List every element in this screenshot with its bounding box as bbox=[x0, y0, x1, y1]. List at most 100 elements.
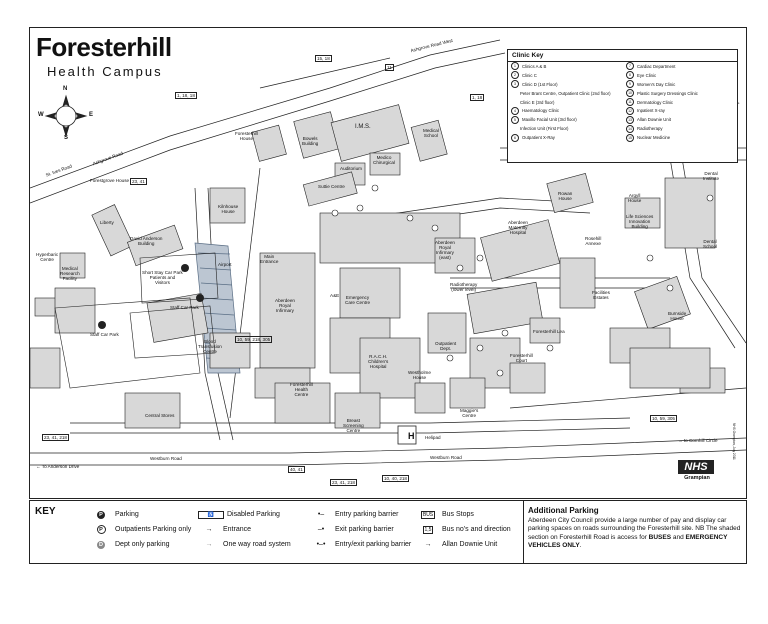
label-hyperbaric: Hyperbaric Centre bbox=[36, 252, 59, 262]
entry-exit-barrier-icon: •–• bbox=[316, 541, 326, 548]
additional-parking-title: Additional Parking bbox=[528, 506, 599, 515]
clinic-number-icon: 11 bbox=[626, 98, 634, 106]
clinic-key-item: Clinic E (3rd floor) bbox=[508, 98, 620, 107]
clinic-number-icon: 2 bbox=[511, 71, 519, 80]
clinic-label: Women's Day Clinic bbox=[637, 81, 676, 87]
clinic-number-icon: 13 bbox=[626, 115, 634, 124]
clinic-label: Infection Unit (First Floor) bbox=[520, 126, 569, 132]
label-breast-screening: Breast Screening Centre bbox=[343, 418, 364, 433]
compass-north: N bbox=[63, 86, 68, 92]
label-life-sciences: Life Sciences Innovation Building bbox=[626, 214, 654, 229]
legend-label: Dept only parking bbox=[115, 541, 170, 548]
legend-title: KEY bbox=[35, 506, 56, 517]
bus-stop-3: 11 bbox=[385, 64, 394, 71]
label-emergency: Emergency Care Centre bbox=[345, 295, 371, 305]
clinic-label: Maxillo Facial Unit (3rd floor) bbox=[522, 117, 577, 123]
label-main-entrance: Main Entrance bbox=[260, 254, 279, 264]
clinic-number-icon: 15 bbox=[626, 133, 634, 142]
map-subtitle: Health Campus bbox=[47, 64, 163, 79]
legend-label: Entry parking barrier bbox=[335, 511, 399, 518]
clinic-label: Clinic E (3rd floor) bbox=[520, 99, 555, 105]
label-ari-east: Aberdeen Royal Infirmary (east) bbox=[435, 240, 455, 260]
legend-column-access: ♿Disabled Parking →Entrance →One way roa… bbox=[198, 507, 291, 552]
clinic-label: Radiotherapy bbox=[637, 126, 663, 132]
clinic-number-icon: 4 bbox=[511, 106, 519, 115]
legend-item: –• Exit parking barrier bbox=[310, 522, 411, 537]
clinic-number-icon: 6 bbox=[511, 133, 519, 142]
legend-label: Parking bbox=[115, 511, 139, 518]
label-kilnhouse: Kilnhouse House bbox=[218, 204, 239, 214]
label-westholme-house: Westholme House bbox=[408, 370, 431, 380]
label-liberty: Liberty bbox=[100, 220, 114, 225]
bus-stop-1: 1, 18, 18 bbox=[175, 92, 197, 99]
label-foresterhill-health-centre: Foresterhill Health Centre bbox=[290, 382, 313, 397]
legend-label: Allan Downie Unit bbox=[442, 541, 498, 548]
legend-label: Bus no's and direction bbox=[442, 526, 511, 533]
bus-stop-5: 23, 41, 218 bbox=[42, 434, 69, 441]
label-medical-research: Medical Research Facility bbox=[60, 266, 80, 281]
bus-stop-7: 10, 59, 305 bbox=[650, 415, 677, 422]
additional-parking-text: Aberdeen City Council provide a large nu… bbox=[528, 517, 741, 550]
exit-barrier-icon: –• bbox=[317, 526, 325, 533]
clinic-label: Eye Clinic bbox=[637, 72, 657, 78]
entry-barrier-icon: •– bbox=[317, 511, 325, 518]
label-outpatient-dept: Outpatient Dept. bbox=[435, 341, 457, 351]
label-rach: R.A.C.H. Children's Hospital bbox=[368, 354, 389, 369]
campus-map[interactable]: Foresterhill Health Campus N S W E Ashgr… bbox=[29, 27, 747, 499]
legend-item: →Allan Downie Unit bbox=[417, 537, 511, 552]
clinic-label: Cardiac Department bbox=[637, 63, 676, 69]
label-maggies-centre: Maggie's Centre bbox=[460, 408, 479, 418]
label-foresterhill-court: Foresterhill Court bbox=[510, 353, 533, 363]
label-suttie-centre: Suttie Centre bbox=[318, 184, 345, 189]
parking-icon: P bbox=[97, 510, 105, 519]
clinic-key-item: Peter Brant Centre, Outpatient Clinic (2… bbox=[508, 89, 620, 98]
legend-item: •– Entry parking barrier bbox=[310, 507, 411, 522]
outpatient-parking-icon: P bbox=[96, 525, 106, 534]
label-dental-school: Dental School bbox=[703, 239, 718, 249]
clinic-label: Dermatology Clinic bbox=[637, 99, 674, 105]
bus-stop-2: 15, 18 bbox=[315, 55, 332, 62]
label-staff-car-park: Staff Car Park bbox=[90, 332, 119, 337]
clinic-label: Peter Brant Centre, Outpatient Clinic (2… bbox=[520, 90, 611, 96]
clinic-label: Clinic C bbox=[522, 72, 537, 78]
additional-parking: Additional Parking Aberdeen City Council… bbox=[523, 501, 746, 563]
clinic-key-title: Clinic Key bbox=[508, 50, 737, 62]
clinic-number-icon: 10 bbox=[626, 89, 634, 98]
compass-south: S bbox=[64, 135, 69, 141]
clinic-label: Outpatient X-Ray bbox=[522, 135, 555, 141]
compass-east: E bbox=[89, 112, 94, 118]
label-helipad: Helipad bbox=[425, 435, 441, 440]
clinic-key-item: Infection Unit (First Floor) bbox=[508, 124, 620, 133]
label-medico-chirurgical: Medico Chirurgical bbox=[373, 155, 395, 165]
legend-item: ♿Disabled Parking bbox=[198, 507, 291, 522]
clinic-number-icon: 5 bbox=[511, 115, 519, 124]
legend-label: Entry/exit parking barrier bbox=[335, 541, 412, 548]
clinic-number-icon bbox=[511, 99, 517, 105]
label-forestgrove-house: Forestgrove House bbox=[90, 178, 130, 183]
road-westburn: Westburn Road bbox=[430, 455, 462, 460]
clinic-number-icon: 14 bbox=[626, 124, 634, 133]
label-bowels-building: Bowels Building bbox=[302, 136, 319, 146]
legend-label: Exit parking barrier bbox=[335, 526, 394, 533]
map-title: Foresterhill bbox=[36, 32, 172, 62]
label-medical-school: Medical School bbox=[423, 128, 439, 138]
disabled-parking-icon: ♿ bbox=[198, 510, 224, 519]
dept-parking-icon: D bbox=[97, 540, 105, 549]
road-to-cornhill: → to Cornhill Circle bbox=[678, 438, 718, 443]
label-staff-car-park-2: Staff Car Park bbox=[170, 305, 199, 310]
clinic-number-icon: 8 bbox=[626, 71, 634, 80]
